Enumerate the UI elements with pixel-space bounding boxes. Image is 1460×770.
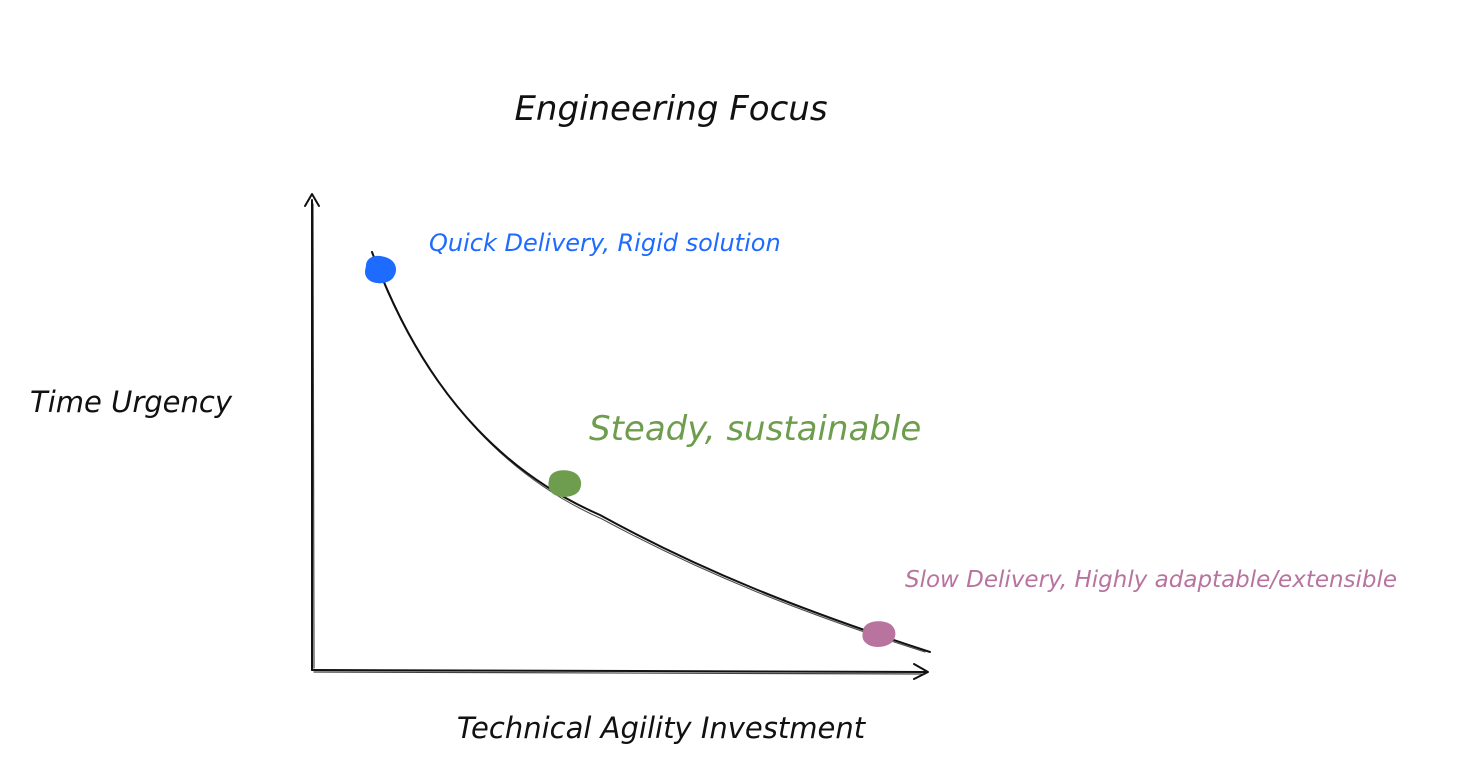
tradeoff-curve — [371, 251, 931, 653]
y-axis — [304, 193, 320, 671]
x-axis-arrowhead — [913, 663, 929, 680]
y-axis-label: Time Urgency — [30, 385, 233, 419]
point-slow-delivery-marker — [862, 621, 896, 647]
point-quick-delivery-label: Quick Delivery, Rigid solution — [429, 229, 781, 257]
point-slow-delivery: Slow Delivery, Highly adaptable/extensib… — [862, 567, 1397, 647]
x-axis-label: Technical Agility Investment — [457, 711, 867, 745]
y-axis-arrowhead — [304, 193, 320, 207]
point-quick-delivery-marker — [365, 255, 397, 284]
point-steady-sustainable: Steady, sustainable — [548, 409, 921, 497]
diagram-title: Engineering Focus — [514, 89, 827, 129]
point-steady-sustainable-label: Steady, sustainable — [589, 409, 921, 449]
point-steady-sustainable-marker — [548, 470, 582, 497]
point-slow-delivery-label: Slow Delivery, Highly adaptable/extensib… — [905, 567, 1397, 593]
x-axis — [311, 663, 929, 680]
point-quick-delivery: Quick Delivery, Rigid solution — [365, 229, 781, 284]
